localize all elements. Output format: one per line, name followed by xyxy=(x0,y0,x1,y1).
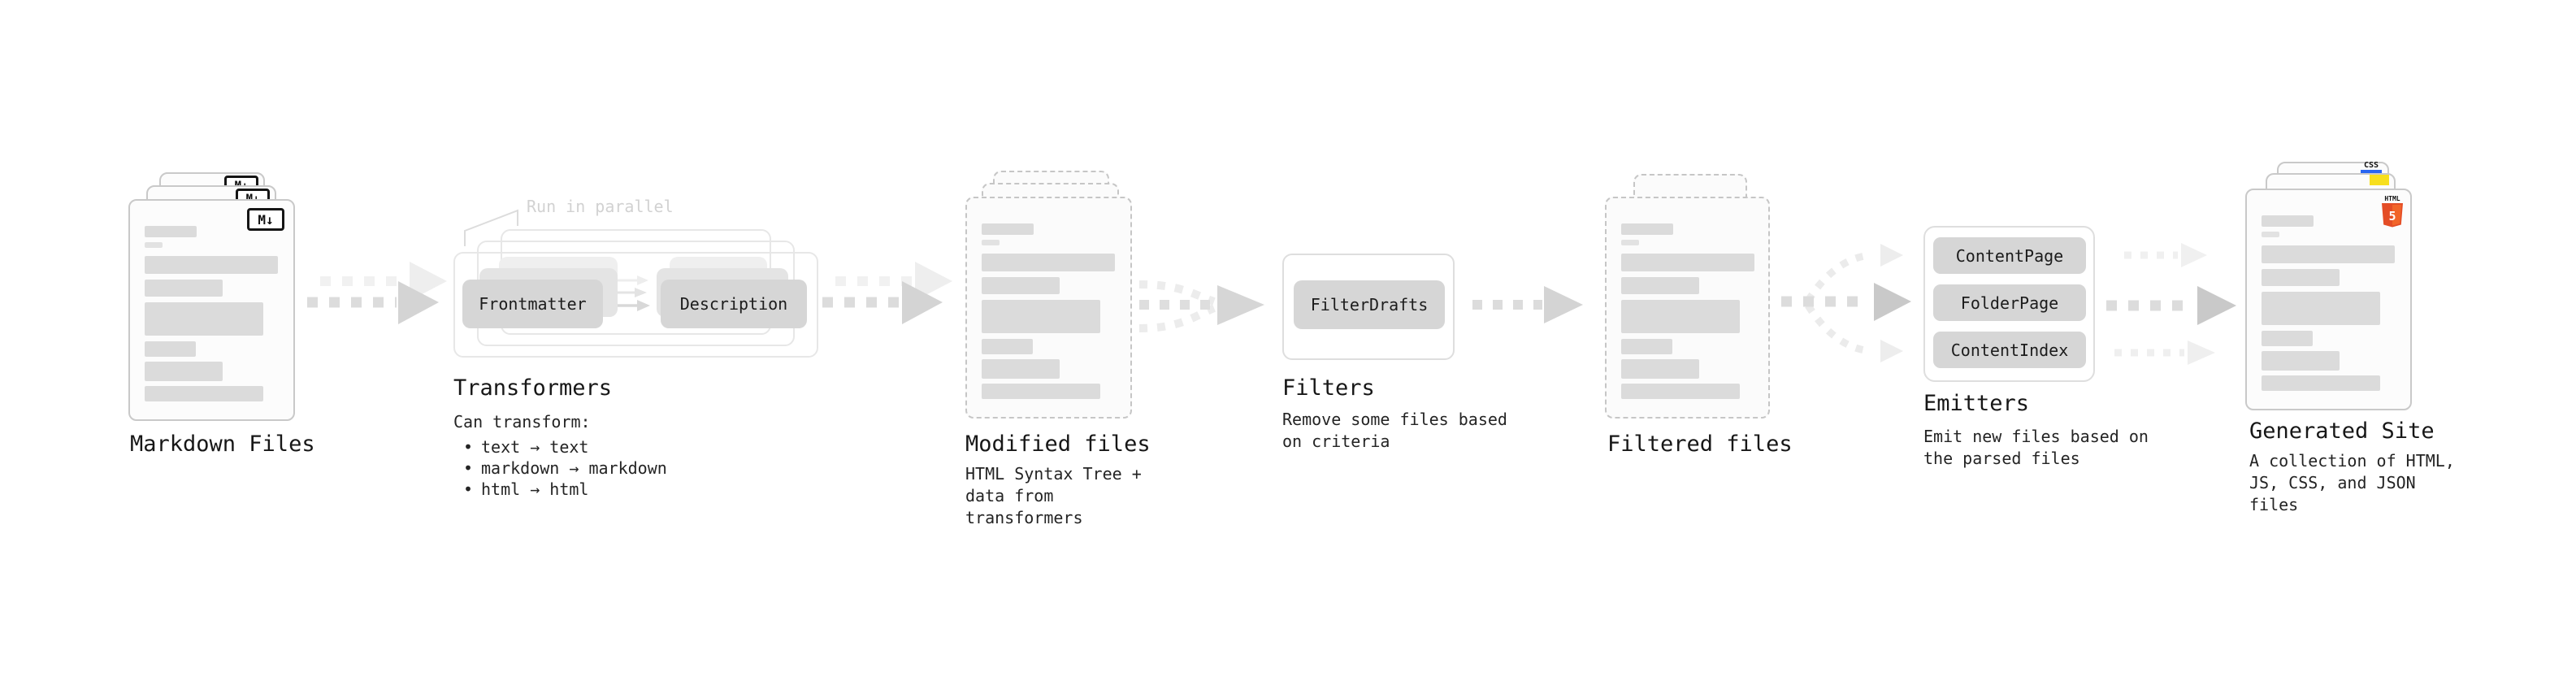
transformers-bullet-list: • text → text • markdown → markdown • ht… xyxy=(453,437,667,501)
description-node: Description xyxy=(661,280,807,328)
transformer-box-front xyxy=(453,252,818,358)
generated-document-html: HTML 5 xyxy=(2245,189,2412,410)
transformers-description-heading: Can transform: xyxy=(453,412,591,432)
html5-icon: HTML 5 xyxy=(2382,195,2403,228)
bullet-glyph: • xyxy=(463,458,474,478)
transformers-title: Transformers xyxy=(453,375,613,401)
bullet-item: • text → text xyxy=(453,437,667,458)
arrow-transformers-to-modified xyxy=(822,281,943,324)
emitters-description: Emit new files based on the parsed files xyxy=(1923,427,2149,468)
bullet-text: html → html xyxy=(481,479,589,499)
stage-generated-site: CSS HTML 5 Generated Site xyxy=(2245,161,2473,519)
arrow-emitters-to-generated-middle xyxy=(2106,286,2236,325)
contentpage-node: ContentPage xyxy=(1933,237,2086,274)
stage-markdown-files: M↓ M↓ M↓ Markdown Files xyxy=(128,172,332,481)
html5-icon-number: 5 xyxy=(2388,209,2396,223)
markdown-document-front: M↓ xyxy=(128,199,295,421)
html5-icon-label: HTML xyxy=(2384,195,2400,202)
generated-site-description: A collection of HTML, JS, CSS, and JSON … xyxy=(2249,451,2455,514)
arrow-filters-to-filtered xyxy=(1472,286,1583,323)
frontmatter-node: Frontmatter xyxy=(462,280,603,328)
folderpage-node: FolderPage xyxy=(1933,284,2086,321)
bullet-item: • markdown → markdown xyxy=(453,458,667,479)
parallel-note: Run in parallel xyxy=(527,197,674,216)
filters-description: Remove some files based on criteria xyxy=(1282,410,1507,451)
parallel-note-leader-line xyxy=(464,209,518,246)
stage-modified-files: Modified files HTML Syntax Tree + data f… xyxy=(965,171,1169,527)
stage-emitters: ContentPage FolderPage ContentIndex Emit… xyxy=(1923,226,2167,486)
contentindex-node: ContentIndex xyxy=(1933,332,2086,368)
bullet-text: text → text xyxy=(481,437,589,457)
css-file-icon: CSS xyxy=(2361,161,2382,173)
filtered-document-front xyxy=(1605,197,1770,419)
frontmatter-to-description-arrows xyxy=(609,275,650,311)
filtered-files-label: Filtered files xyxy=(1607,432,1793,457)
stage-filtered-files: Filtered files xyxy=(1605,174,1808,499)
bullet-text: markdown → markdown xyxy=(481,458,667,478)
css-icon-label: CSS xyxy=(2364,161,2379,170)
generated-site-label: Generated Site xyxy=(2249,419,2435,444)
arrow-modified-to-filters xyxy=(1138,280,1264,332)
markdown-files-label: Markdown Files xyxy=(130,432,315,457)
filterdrafts-node: FilterDrafts xyxy=(1294,280,1445,329)
stage-filters: FilterDrafts Filters Remove some files b… xyxy=(1282,254,1526,481)
stage-transformers: Run in parallel Frontmatter Description … xyxy=(453,197,827,514)
arrow-emitters-to-generated-top xyxy=(2124,243,2207,267)
markdown-icon: M↓ xyxy=(247,208,284,231)
modified-document-front xyxy=(965,197,1132,419)
filters-title: Filters xyxy=(1282,375,1375,401)
js-file-icon xyxy=(2370,175,2389,185)
modified-files-description: HTML Syntax Tree + data from transformer… xyxy=(965,464,1142,527)
arrow-filtered-to-emitters xyxy=(1781,244,1911,362)
arrow-markdown-to-transformers xyxy=(307,281,439,324)
emitters-title: Emitters xyxy=(1923,391,2030,416)
arrow-emitters-to-generated-bottom xyxy=(2114,340,2215,365)
arrow-markdown-to-transformers-ghost xyxy=(320,262,447,301)
bullet-glyph: • xyxy=(463,437,474,457)
bullet-glyph: • xyxy=(463,479,474,499)
bullet-item: • html → html xyxy=(453,479,667,501)
arrow-transformers-to-modified-ghost xyxy=(835,262,952,301)
modified-files-label: Modified files xyxy=(965,432,1151,457)
